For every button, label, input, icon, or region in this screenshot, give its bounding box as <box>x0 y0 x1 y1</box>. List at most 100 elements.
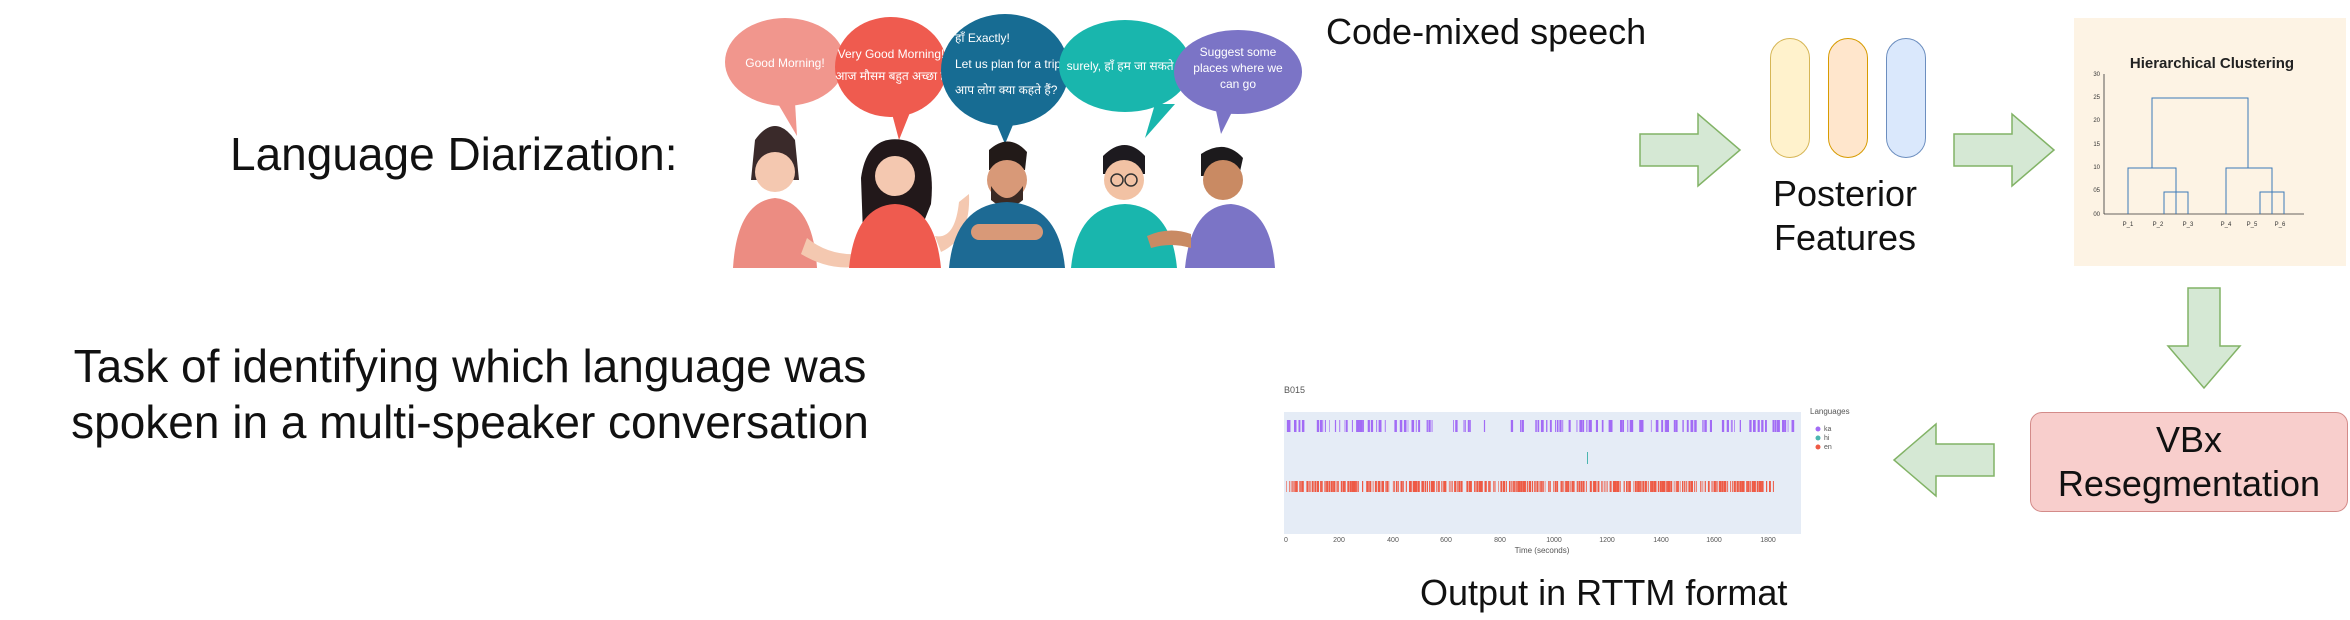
language-segment <box>1456 481 1458 492</box>
language-segment <box>1380 420 1382 432</box>
language-segment <box>1582 481 1585 492</box>
person-3 <box>949 141 1065 268</box>
language-segment <box>1474 481 1476 492</box>
language-segment <box>1498 481 1499 492</box>
language-segment <box>1644 481 1647 492</box>
language-segment <box>1690 420 1693 432</box>
language-segment <box>1761 481 1763 492</box>
language-segment <box>1458 481 1460 492</box>
speakers-illustration: Good Morning! Very Good Morning! आज मौसम… <box>725 14 1302 268</box>
language-segment <box>1618 481 1620 492</box>
language-segment <box>1351 481 1354 492</box>
language-segment <box>1546 420 1548 432</box>
language-segment <box>1537 420 1540 432</box>
plot-label: B015 <box>1284 385 1305 395</box>
language-segment <box>1322 420 1324 432</box>
language-segment <box>1641 420 1644 432</box>
language-segment <box>1588 420 1590 432</box>
language-segment <box>1791 420 1795 432</box>
language-segment <box>1468 481 1470 492</box>
language-segment <box>1639 420 1642 432</box>
language-segment <box>1372 481 1374 492</box>
language-segment <box>1488 481 1490 492</box>
language-segment <box>1294 481 1296 492</box>
language-segment <box>1661 420 1664 432</box>
language-segment <box>1395 481 1398 492</box>
language-segment <box>1730 420 1732 432</box>
language-segment <box>1351 420 1353 432</box>
posterior-caption-line-1: Posterior <box>1772 173 1918 214</box>
language-segment <box>1608 420 1611 432</box>
language-segment <box>1727 420 1729 432</box>
language-segment <box>1294 420 1297 432</box>
language-segment <box>1339 420 1341 432</box>
language-segment <box>1700 481 1702 492</box>
language-segment <box>1400 481 1403 492</box>
language-segment <box>1613 481 1616 492</box>
language-segment <box>1378 481 1381 492</box>
language-segment <box>1606 481 1608 492</box>
language-segment <box>1549 481 1551 492</box>
language-segment <box>1694 481 1696 492</box>
language-segment <box>1631 420 1634 432</box>
language-segment <box>1366 481 1368 492</box>
language-segment <box>1688 481 1691 492</box>
language-segment <box>1715 481 1716 492</box>
leaf-label: P_5 <box>2247 222 2258 228</box>
language-segment <box>1429 481 1431 492</box>
language-segment <box>1709 420 1712 432</box>
language-segment <box>1707 481 1710 492</box>
language-segment <box>1629 420 1633 432</box>
language-segment <box>1622 420 1623 432</box>
language-segment <box>1684 481 1686 492</box>
language-segment <box>1754 420 1756 432</box>
language-segment <box>1427 481 1428 492</box>
language-segment <box>1318 481 1319 492</box>
language-segment <box>1661 481 1663 492</box>
leaf-label: P_6 <box>2275 222 2286 228</box>
language-segment <box>1443 481 1445 492</box>
language-segment <box>1636 481 1638 492</box>
language-segment <box>1667 481 1670 492</box>
language-segment <box>1444 481 1447 492</box>
language-segment <box>1595 481 1597 492</box>
language-segment <box>1602 481 1604 492</box>
diagram-title: Language Diarization: <box>230 128 678 180</box>
x-tick: 200 <box>1333 537 1345 544</box>
language-segment <box>1524 481 1526 492</box>
language-segment <box>1776 420 1779 432</box>
language-segment <box>1385 481 1387 492</box>
language-segment <box>1379 481 1381 492</box>
language-segment <box>1690 481 1691 492</box>
language-segment <box>1604 481 1606 492</box>
language-segment <box>1676 481 1678 492</box>
language-segment <box>1469 420 1471 432</box>
language-segment <box>1418 420 1421 432</box>
language-segment <box>1526 481 1528 492</box>
language-segment <box>1741 481 1743 492</box>
language-segment <box>1466 481 1468 492</box>
language-segment <box>1502 481 1505 492</box>
language-segment <box>1634 481 1637 492</box>
legend-marker-en <box>1815 444 1821 450</box>
task-line-1: Task of identifying which language was <box>73 340 867 392</box>
person-5 <box>1147 146 1275 268</box>
language-segment <box>1509 481 1511 492</box>
language-segment <box>1357 420 1360 432</box>
language-segment <box>1638 481 1640 492</box>
language-segment <box>1523 481 1526 492</box>
language-segment <box>1576 420 1578 432</box>
bubble-3-line-3: आप लोग क्या कहते हैं? <box>955 83 1058 97</box>
y-tick: 10 <box>2093 165 2100 171</box>
language-segment <box>1708 481 1710 492</box>
language-segment <box>1394 481 1395 492</box>
language-segment <box>1550 420 1552 432</box>
language-segment <box>1614 481 1617 492</box>
hierarchical-clustering-card: Hierarchical Clustering 30 25 20 15 10 0… <box>2074 18 2346 266</box>
language-segment <box>1532 481 1534 492</box>
language-segment <box>1362 481 1364 492</box>
language-segment <box>1287 420 1289 432</box>
language-segment <box>1415 481 1417 492</box>
language-segment <box>1503 481 1506 492</box>
x-tick: 0 <box>1284 537 1288 544</box>
